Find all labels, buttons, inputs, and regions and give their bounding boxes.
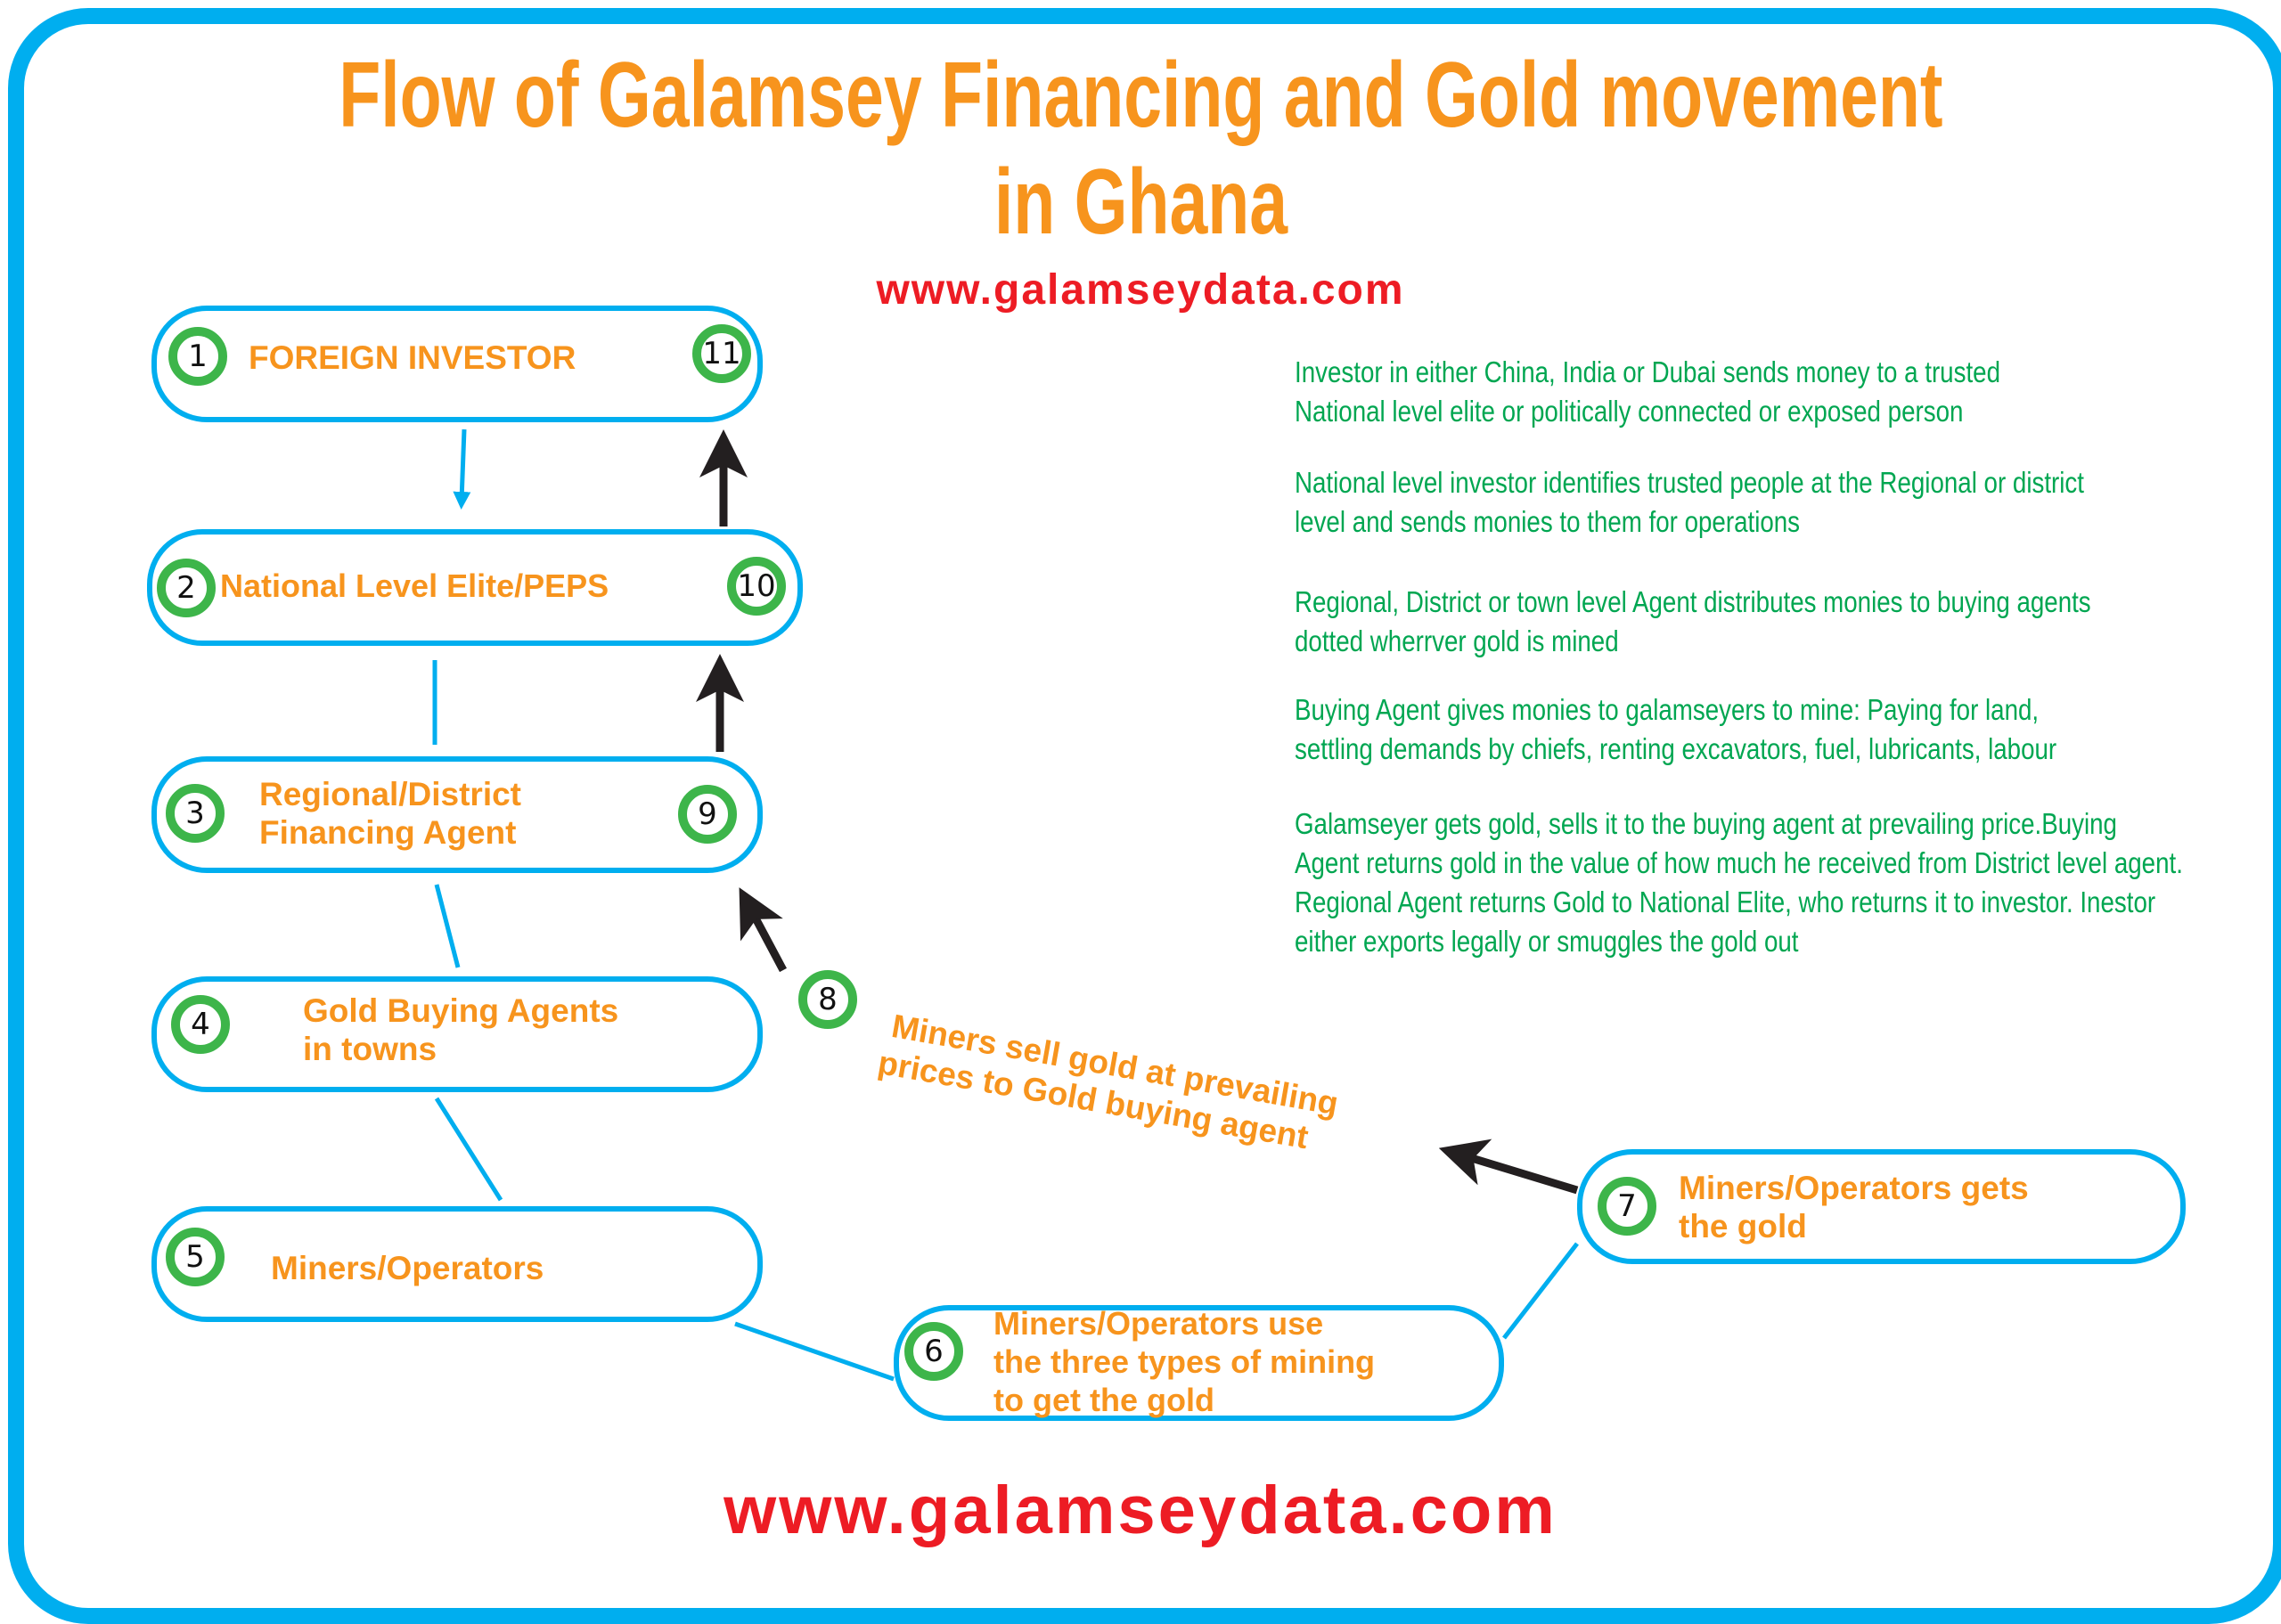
step-badge-4: 4 xyxy=(171,995,230,1054)
step-badge-5: 5 xyxy=(166,1228,225,1286)
node-regional-agent xyxy=(151,756,763,873)
text-line: Financing Agent xyxy=(259,814,517,851)
text-line: Agent returns gold in the value of how m… xyxy=(1295,846,2183,879)
node-miners-get-gold xyxy=(1577,1149,2186,1264)
text-line: the three types of mining xyxy=(993,1343,1376,1380)
node-mining-methods xyxy=(894,1305,1504,1421)
text-line: Regional Agent returns Gold to National … xyxy=(1295,885,2156,918)
connector-1-2 xyxy=(453,428,471,510)
text-line: either exports legally or smuggles the g… xyxy=(1295,925,1799,958)
connector-6-7 xyxy=(1502,1242,1579,1340)
step-badge-7: 7 xyxy=(1598,1177,1656,1236)
note-4: Buying Agent gives monies to galamseyers… xyxy=(1295,690,2056,769)
step-badge-9: 9 xyxy=(678,785,737,844)
node-national-elite xyxy=(147,529,803,646)
text-line: National Level Elite/PEPS xyxy=(220,567,609,604)
text-line: settling demands by chiefs, renting exca… xyxy=(1295,732,2057,765)
text-line: National level elite or politically conn… xyxy=(1295,395,1964,428)
step-badge-10: 10 xyxy=(727,557,786,616)
title-line-2: in Ghana xyxy=(0,153,2281,251)
note-5: Galamseyer gets gold, sells it to the bu… xyxy=(1295,804,2183,961)
step-badge-2: 2 xyxy=(157,559,216,617)
connector-4-5 xyxy=(434,1097,503,1202)
text-line: Investor in either China, India or Dubai… xyxy=(1295,355,2001,388)
connector-3-4 xyxy=(434,884,461,968)
note-2: National level investor identifies trust… xyxy=(1295,463,2084,542)
node-label: National Level Elite/PEPS xyxy=(220,567,609,605)
node-foreign-investor xyxy=(151,306,763,422)
step-badge-6: 6 xyxy=(904,1322,963,1381)
text-line: Gold Buying Agents xyxy=(303,992,619,1029)
text-line: Miners/Operators gets xyxy=(1679,1170,2029,1206)
text-line: to get the gold xyxy=(993,1382,1214,1418)
title-text-2: in Ghana xyxy=(993,151,1288,254)
step-badge-3: 3 xyxy=(166,784,225,843)
node-gold-buying-agents xyxy=(151,976,763,1092)
arrow-8-9 xyxy=(739,887,787,973)
text-line: Galamseyer gets gold, sells it to the bu… xyxy=(1295,807,2117,840)
node-label: Miners/Operators xyxy=(271,1249,544,1287)
node-label: FOREIGN INVESTOR xyxy=(249,339,576,377)
step-badge-11: 11 xyxy=(692,324,751,383)
title-text-1: Flow of Galamsey Financing and Gold move… xyxy=(338,44,1943,147)
text-line: Miners/Operators xyxy=(271,1250,544,1286)
text-line: Regional, District or town level Agent d… xyxy=(1295,585,2091,618)
text-line: Regional/District xyxy=(259,776,521,812)
website-link-top[interactable]: www.galamseydata.com xyxy=(876,266,1405,314)
step-badge-8: 8 xyxy=(798,970,857,1029)
connector-5-6 xyxy=(734,1321,895,1382)
note-3: Regional, District or town level Agent d… xyxy=(1295,583,2091,661)
title-line-1: Flow of Galamsey Financing and Gold move… xyxy=(0,46,2281,144)
website-link-bottom[interactable]: www.galamseydata.com xyxy=(724,1473,1557,1548)
text-line: dotted wherrver gold is mined xyxy=(1295,624,1619,657)
arrow-7-8 xyxy=(1438,1138,1579,1195)
text-line: Buying Agent gives monies to galamseyers… xyxy=(1295,693,2040,726)
node-miners-operators xyxy=(151,1206,763,1322)
note-1: Investor in either China, India or Dubai… xyxy=(1295,353,2000,431)
step-badge-1: 1 xyxy=(168,327,227,386)
text-line: in towns xyxy=(303,1031,437,1067)
text-line: National level investor identifies trust… xyxy=(1295,466,2084,499)
text-line: the gold xyxy=(1679,1208,1807,1245)
text-line: Miners/Operators use xyxy=(993,1305,1324,1342)
text-line: FOREIGN INVESTOR xyxy=(249,339,576,376)
text-line: level and sends monies to them for opera… xyxy=(1295,505,1801,538)
